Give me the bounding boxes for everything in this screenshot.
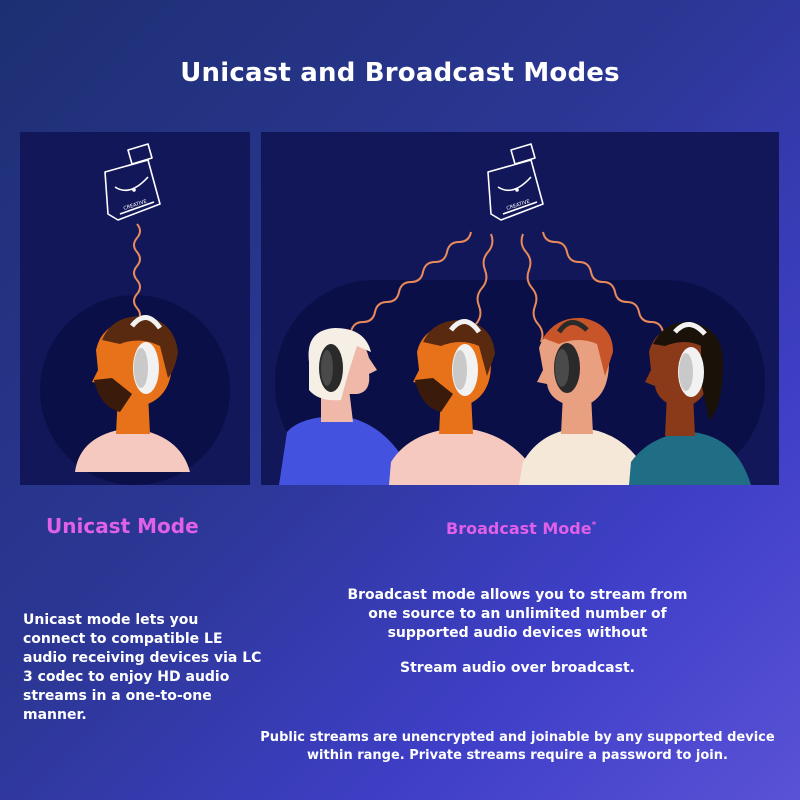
broadcast-footnote-mark: *: [591, 520, 597, 531]
headphones-icon: [554, 320, 589, 393]
page-title: Unicast and Broadcast Modes: [180, 58, 620, 88]
broadcast-description: Broadcast mode allows you to stream from…: [347, 587, 688, 641]
stream-privacy-note: Public streams are unencrypted and joina…: [260, 730, 775, 763]
broadcast-mode-label-text: Broadcast Mode: [446, 519, 592, 538]
broadcast-illustration: CREATIVE: [261, 132, 779, 485]
headphones-icon: [449, 319, 482, 396]
broadcast-subtitle: Stream audio over broadcast.: [400, 660, 635, 676]
unicast-illustration: CREATIVE: [20, 132, 250, 485]
headphones-icon: [673, 322, 707, 397]
headphones-icon: [130, 315, 163, 394]
broadcast-mode-label: Broadcast Mode*: [446, 519, 596, 538]
broadcast-backdrop: [275, 280, 765, 485]
usb-dongle-icon: CREATIVE: [487, 143, 544, 221]
headphones-icon: [319, 344, 343, 392]
sound-wave-icon: [350, 231, 664, 343]
unicast-mode-label: Unicast Mode: [46, 514, 199, 538]
usb-dongle-icon: CREATIVE: [104, 143, 161, 221]
unicast-description: Unicast mode lets you connect to compati…: [23, 612, 262, 723]
